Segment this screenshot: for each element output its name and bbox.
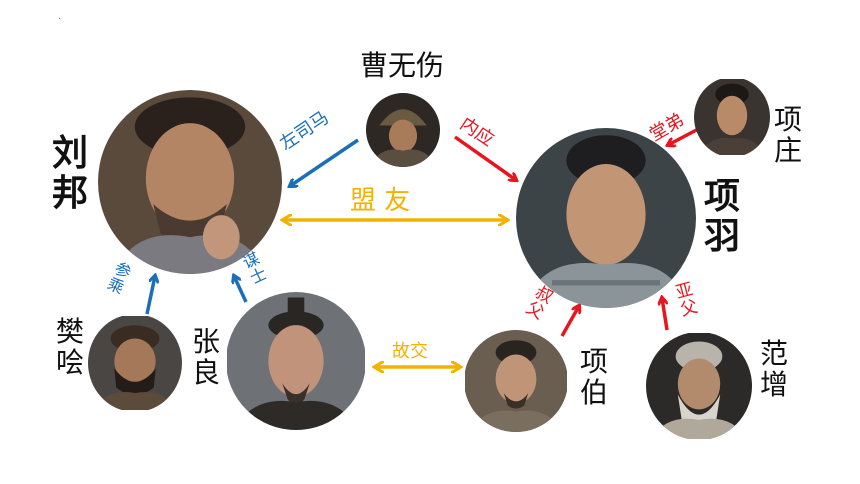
name-fan-zeng: 范增: [759, 337, 788, 402]
arrow-mou-shi: [234, 276, 248, 303]
portrait-photo-icon: [646, 333, 752, 439]
arrow-shu-fu: [560, 306, 579, 337]
label-gu-jiao: 故交: [392, 341, 428, 362]
portrait-photo-icon: [98, 90, 282, 274]
portrait-cao-wushang: [366, 93, 440, 167]
name-fan-kuai: 樊哙: [55, 315, 84, 380]
corner-mark: ·: [58, 14, 62, 25]
name-xiang-yu: 项羽: [703, 176, 740, 258]
arrow-zuo-sima: [290, 138, 359, 186]
portrait-photo-icon: [465, 330, 567, 432]
name-xiang-zhuang: 项庄: [773, 103, 802, 168]
portrait-xiang-bo: [464, 330, 568, 432]
arrow-ya-fu: [662, 298, 669, 331]
portrait-photo-icon: [227, 292, 365, 430]
arrow-can-cheng: [145, 276, 155, 315]
arrow-nei-ying: [453, 135, 516, 180]
name-xiang-bo: 项伯: [579, 345, 608, 410]
portrait-liu-bang: [98, 90, 282, 274]
portrait-fan-zeng: [646, 332, 752, 440]
label-meng-you: 盟 友: [350, 186, 411, 216]
portrait-photo-icon: [694, 79, 770, 155]
portrait-photo-icon: [516, 128, 696, 308]
portrait-photo-icon: [366, 93, 440, 167]
name-cao-wushang: 曹无伤: [360, 49, 445, 82]
name-liu-bang: 刘邦: [51, 133, 88, 215]
portrait-xiang-zhuang: [694, 77, 770, 157]
name-zhang-liang: 张良: [191, 325, 220, 390]
portrait-zhang-liang: [226, 292, 366, 430]
portrait-photo-icon: [88, 316, 182, 410]
portrait-xiang-yu: [516, 128, 696, 308]
portrait-fan-kuai: [88, 314, 182, 412]
